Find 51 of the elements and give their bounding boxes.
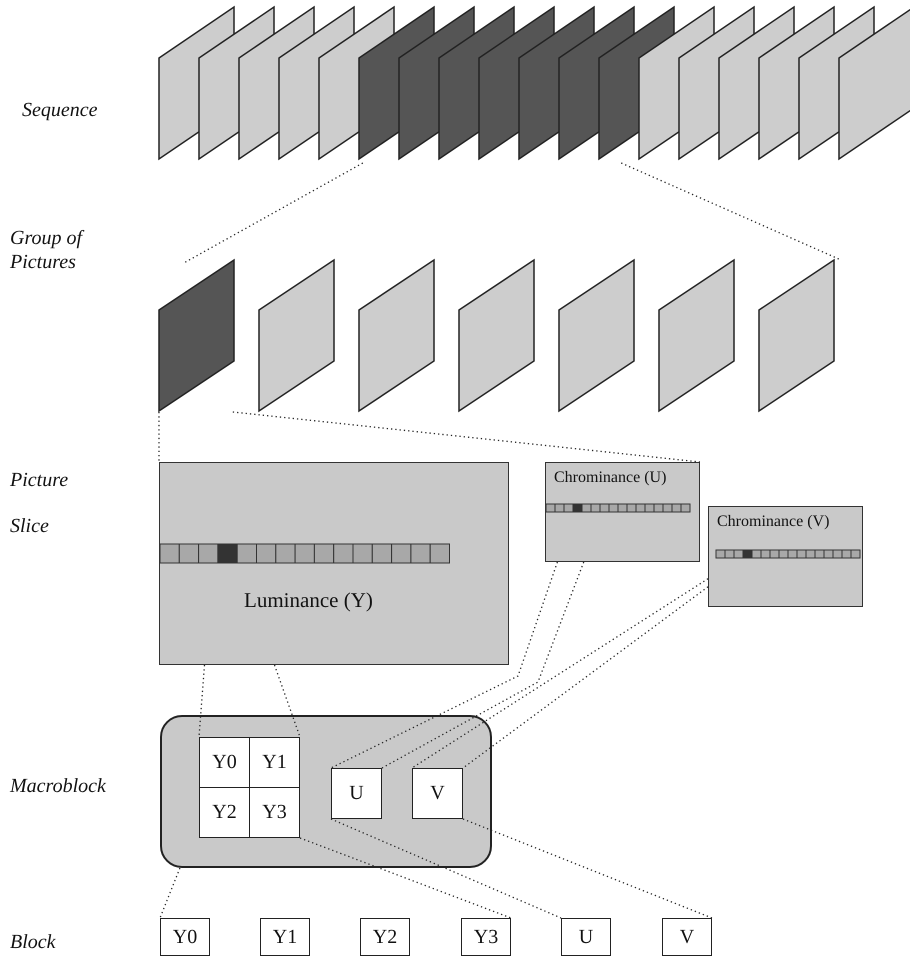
block-cell	[331, 768, 382, 819]
block-label: Y3	[474, 926, 498, 948]
chrominance-plane	[545, 462, 700, 562]
block-label: Y1	[272, 926, 298, 948]
row-label: Macroblock	[10, 774, 107, 798]
block-label: Y1	[262, 751, 287, 774]
luminance-plane	[159, 462, 509, 665]
block-box	[461, 918, 511, 956]
block-label: U	[349, 782, 364, 805]
block-cell	[199, 737, 250, 788]
projection-line	[330, 818, 562, 919]
block-cell	[249, 737, 300, 788]
projection-line	[158, 412, 160, 462]
chrominance-plane	[708, 506, 863, 607]
plane-label: Chrominance (V)	[717, 513, 830, 531]
projection-line	[198, 664, 206, 738]
row-label: Block	[10, 930, 57, 954]
row-label: Slice	[10, 514, 50, 538]
block-label: Y0	[212, 751, 237, 774]
row-label: Group of Pictures	[10, 226, 86, 274]
block-label: U	[578, 926, 594, 948]
plane-label: Luminance (Y)	[244, 588, 373, 613]
plane-label: Chrominance (U)	[554, 469, 666, 487]
projection-line	[159, 868, 181, 918]
projection-line	[184, 162, 364, 264]
block-label: Y2	[212, 801, 237, 824]
block-label: Y2	[372, 926, 398, 948]
projection-line	[330, 562, 558, 769]
block-cell	[199, 787, 250, 838]
block-label: Y3	[262, 801, 287, 824]
projection-line	[300, 837, 512, 919]
block-label: Y0	[172, 926, 198, 948]
projection-line	[412, 578, 708, 769]
projection-line	[462, 586, 708, 769]
projection-line	[232, 411, 700, 463]
block-box	[160, 918, 210, 956]
macroblock-box	[160, 715, 492, 868]
block-label: V	[430, 782, 445, 805]
block-cell	[249, 787, 300, 838]
row-label: Sequence	[22, 98, 99, 122]
block-box	[561, 918, 611, 956]
projection-line	[462, 818, 712, 919]
row-label: Picture	[10, 468, 70, 492]
projection-line	[274, 664, 301, 738]
block-box	[260, 918, 310, 956]
projection-line	[382, 562, 584, 769]
block-label: V	[680, 926, 694, 948]
projection-line	[620, 162, 840, 260]
block-cell	[412, 768, 463, 819]
block-box	[662, 918, 712, 956]
block-box	[360, 918, 410, 956]
